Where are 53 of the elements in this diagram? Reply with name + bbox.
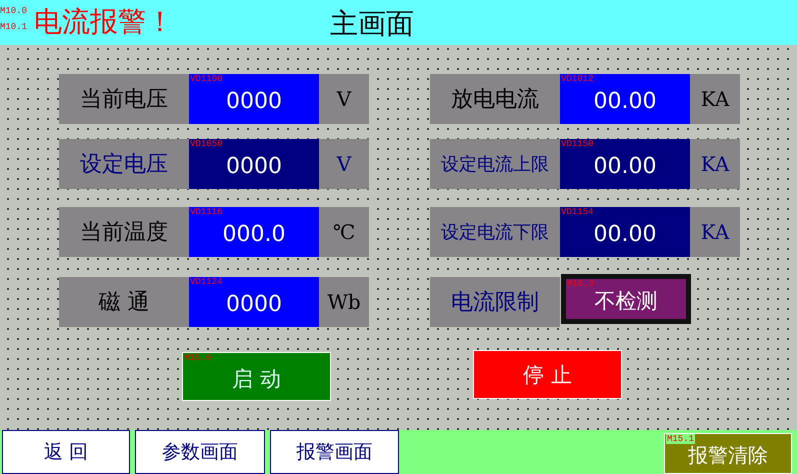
unit-box: Wb	[319, 277, 369, 327]
stop-button: 停 止	[473, 350, 622, 399]
unit-box: KA	[690, 139, 740, 189]
toggle-button	[561, 274, 691, 324]
unit-box: KA	[690, 74, 740, 124]
address-tag: M15.3	[567, 279, 594, 289]
label-box: 设定电压	[59, 139, 189, 189]
value-field	[560, 207, 690, 257]
value-text: 报警清除	[688, 442, 768, 469]
address-tag: VD1124	[190, 277, 222, 287]
nav-button: 参数画面	[135, 430, 265, 474]
unit-box: ℃	[319, 207, 369, 257]
address-tag: VD1100	[190, 74, 222, 84]
nav-button: 返 回	[2, 430, 130, 474]
unit-box: V	[319, 139, 369, 189]
address-tag: VD1150	[561, 139, 594, 149]
value-field	[189, 74, 319, 124]
label-box: 当前温度	[59, 207, 189, 257]
label-box: 电流限制	[430, 277, 560, 327]
value-field	[189, 207, 319, 257]
value-text: 00.00	[594, 154, 656, 178]
screen-title: 主画面	[330, 6, 414, 42]
value-text: 00.00	[594, 222, 656, 246]
value-field	[189, 139, 319, 189]
value-text: 0000	[226, 88, 282, 114]
start-button	[182, 352, 331, 401]
address-tag: M10.0	[0, 6, 28, 16]
value-text: 00.00	[594, 88, 656, 114]
address-tag: VD1116	[190, 207, 222, 217]
label-box: 设定电流下限	[430, 207, 560, 257]
value-field	[189, 277, 319, 327]
unit-box: KA	[690, 207, 740, 257]
value-text: 0000	[226, 292, 282, 316]
value-field	[560, 74, 690, 124]
label-box: 磁 通	[59, 277, 189, 327]
nav-button: 报警画面	[270, 430, 399, 474]
address-tag: VD1050	[190, 139, 222, 149]
alarm-reset-button	[664, 433, 792, 474]
address-tag: VD1012	[561, 74, 594, 84]
address-tag: M15.1	[666, 434, 696, 444]
value-text: 不检测	[594, 288, 658, 315]
label-box: 当前电压	[59, 74, 189, 124]
unit-box: V	[319, 74, 369, 124]
value-field	[560, 139, 690, 189]
value-text: 000.0	[222, 222, 286, 246]
alarm-text: 电流报警！	[34, 4, 174, 40]
value-text: 0000	[226, 154, 282, 178]
address-tag: M10.1	[0, 22, 28, 32]
address-tag: M15.0	[184, 353, 212, 363]
address-tag: VD1154	[561, 207, 594, 217]
label-box: 设定电流上限	[430, 139, 560, 189]
label-box: 放电电流	[430, 74, 560, 124]
value-text: 启 动	[232, 366, 281, 392]
